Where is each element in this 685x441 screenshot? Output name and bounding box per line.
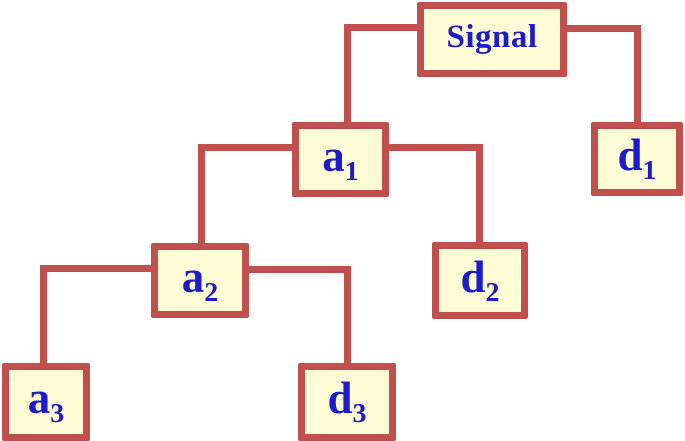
edge-a1-a2-vertical [198, 144, 205, 243]
edge-a2-a3-vertical [40, 265, 47, 363]
node-a3: a3 [2, 363, 90, 441]
node-d1-label: d1 [617, 130, 657, 186]
node-d3-label: d3 [327, 373, 367, 429]
node-a3-label: a3 [27, 373, 65, 429]
edge-a2-d3-horizontal [249, 266, 351, 273]
edge-a2-d3-vertical [344, 266, 351, 363]
node-d3: d3 [298, 363, 396, 441]
node-d2: d2 [432, 242, 528, 319]
node-d2-label: d2 [460, 251, 500, 308]
edge-signal-d1-horizontal [567, 25, 641, 32]
edge-a1-d2-horizontal [389, 144, 483, 151]
node-signal: Signal [417, 2, 567, 77]
node-a1-label: a1 [322, 130, 359, 187]
node-a2-label: a2 [181, 251, 219, 308]
edge-a2-a3-horizontal [40, 265, 151, 272]
edge-signal-a1-vertical [344, 24, 351, 122]
node-d1: d1 [591, 122, 683, 196]
node-a2: a2 [151, 243, 249, 318]
node-a1: a1 [292, 122, 389, 197]
edge-signal-d1-vertical [634, 25, 641, 122]
edge-signal-a1-horizontal [344, 24, 418, 31]
node-signal-label: Signal [446, 19, 538, 55]
edge-a1-a2-horizontal [198, 144, 292, 151]
edge-a1-d2-vertical [476, 144, 483, 242]
